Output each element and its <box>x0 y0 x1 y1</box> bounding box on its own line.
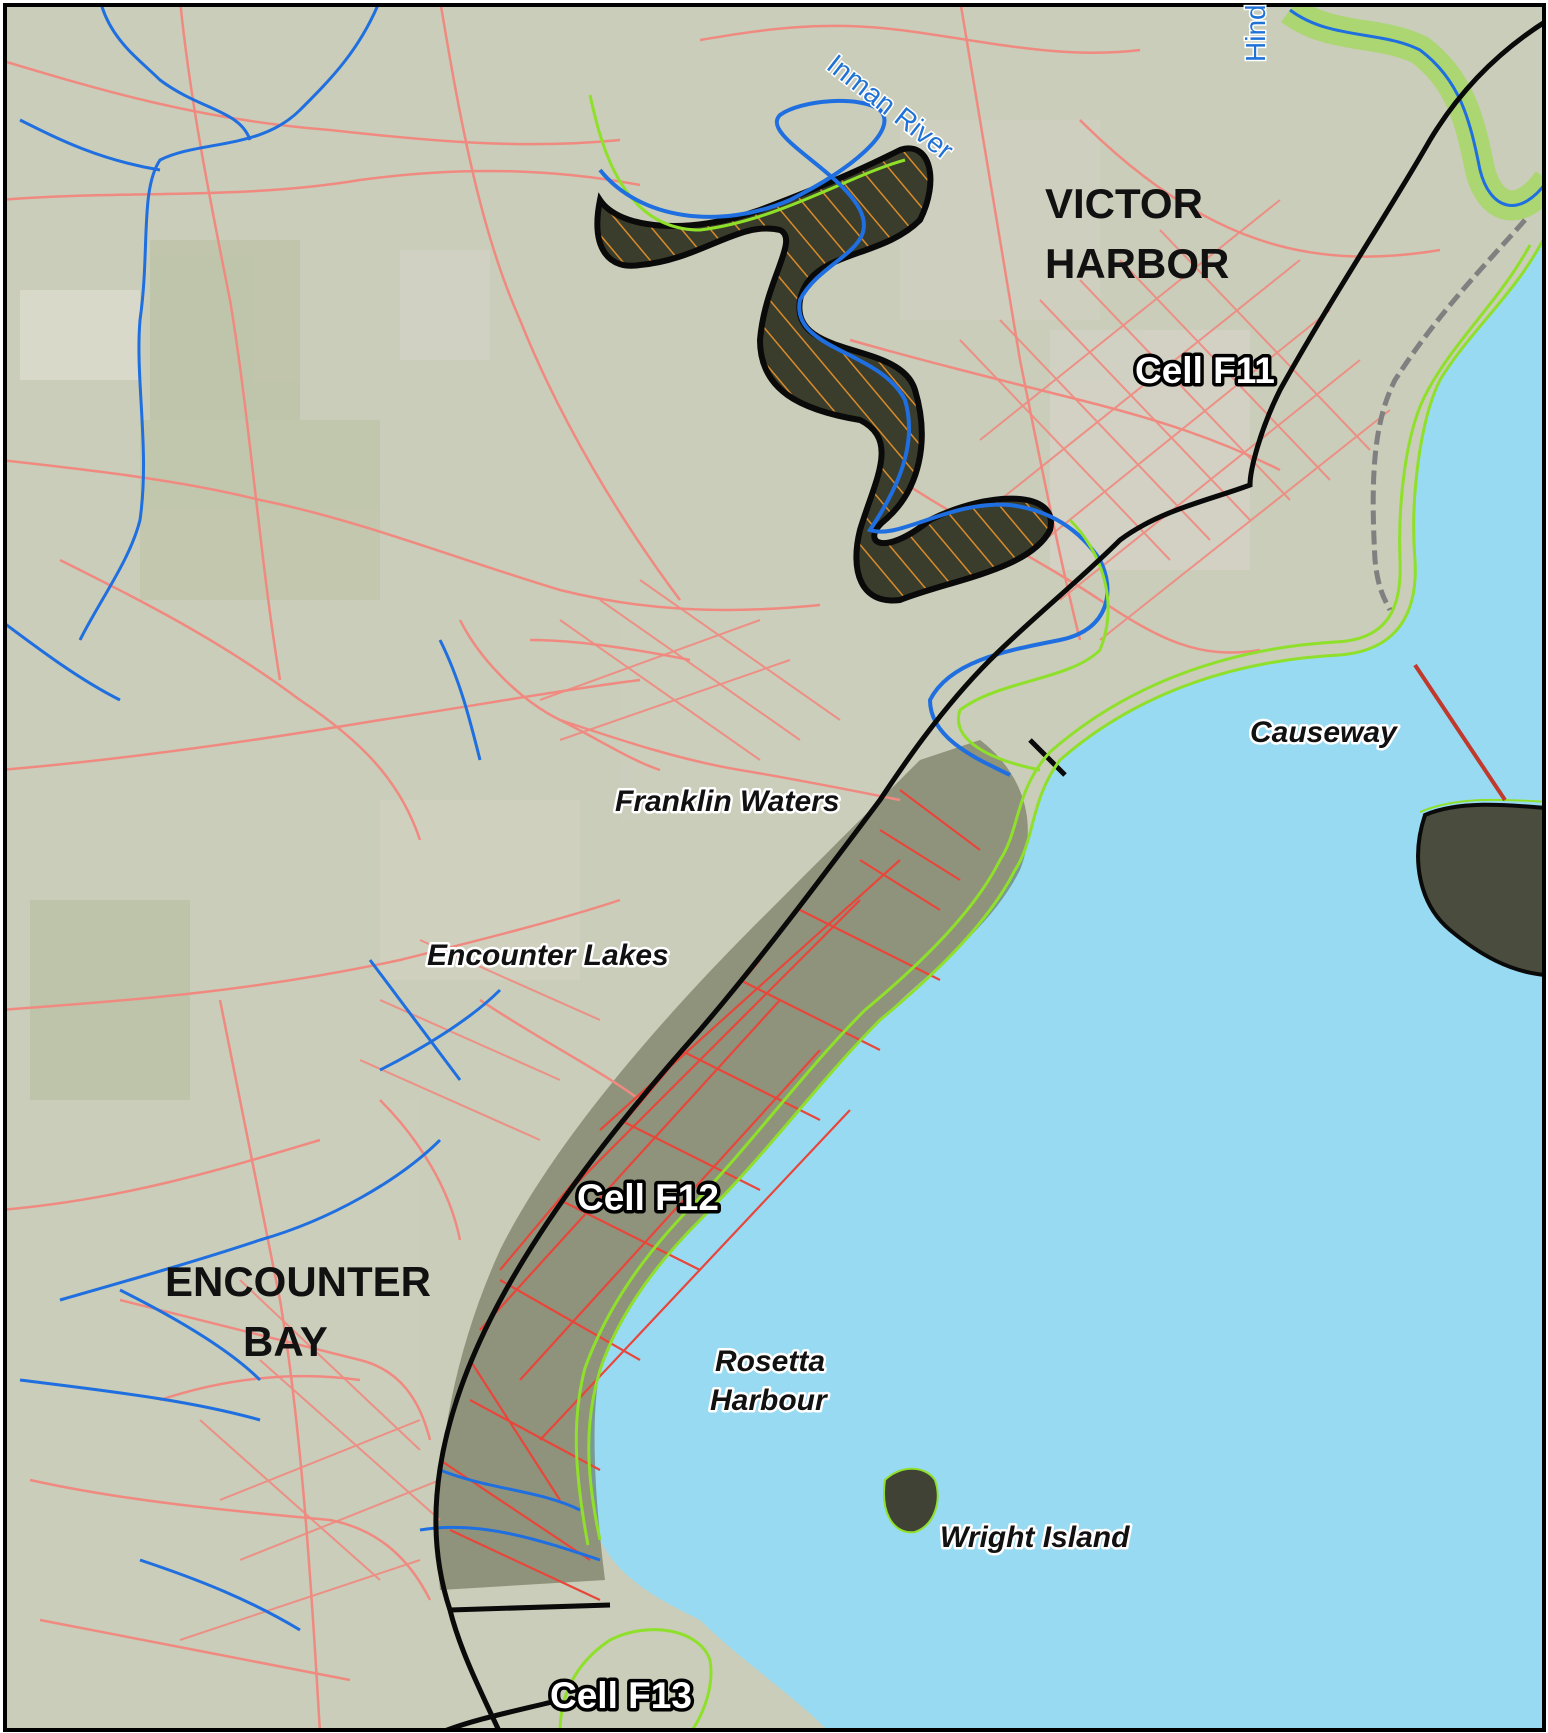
coastal-buffer <box>558 230 1546 1732</box>
urban-road-grid <box>179 199 1391 1641</box>
label-cell-f13: Cell F13 <box>550 1675 692 1716</box>
label-cell-f12: Cell F12 <box>577 1177 719 1218</box>
granite-island <box>1416 802 1546 978</box>
label-hindmarsh-river: Hind <box>1240 4 1271 62</box>
label-victor-harbor-line2: HARBOR <box>1045 240 1229 287</box>
label-victor-harbor-line1: VICTOR <box>1045 180 1203 227</box>
label-encounter-bay-line1: ENCOUNTER <box>165 1258 431 1305</box>
waterways <box>6 6 601 1632</box>
label-rosetta-line1: Rosetta <box>715 1345 825 1378</box>
label-rosetta-line2: Harbour <box>710 1384 829 1417</box>
cell-f12-zone <box>437 740 1028 1590</box>
cell-boundaries <box>433 18 1546 1732</box>
label-encounter-bay-line2: BAY <box>243 1318 328 1365</box>
railway <box>1370 218 1527 612</box>
label-franklin-waters: Franklin Waters <box>615 785 840 818</box>
sea-area <box>588 233 1546 1732</box>
inman-river-corridor <box>594 145 1054 604</box>
map-border <box>3 3 1546 1732</box>
wright-island-shape <box>883 1467 939 1534</box>
label-causeway: Causeway <box>1250 716 1398 749</box>
label-cell-f11: Cell F11 <box>1135 350 1275 391</box>
label-encounter-lakes: Encounter Lakes <box>427 939 669 972</box>
inman-river-channel <box>598 99 1110 777</box>
road-network <box>6 6 1441 1732</box>
label-wright-island: Wright Island <box>940 1521 1130 1554</box>
causeway-line <box>1413 663 1507 802</box>
